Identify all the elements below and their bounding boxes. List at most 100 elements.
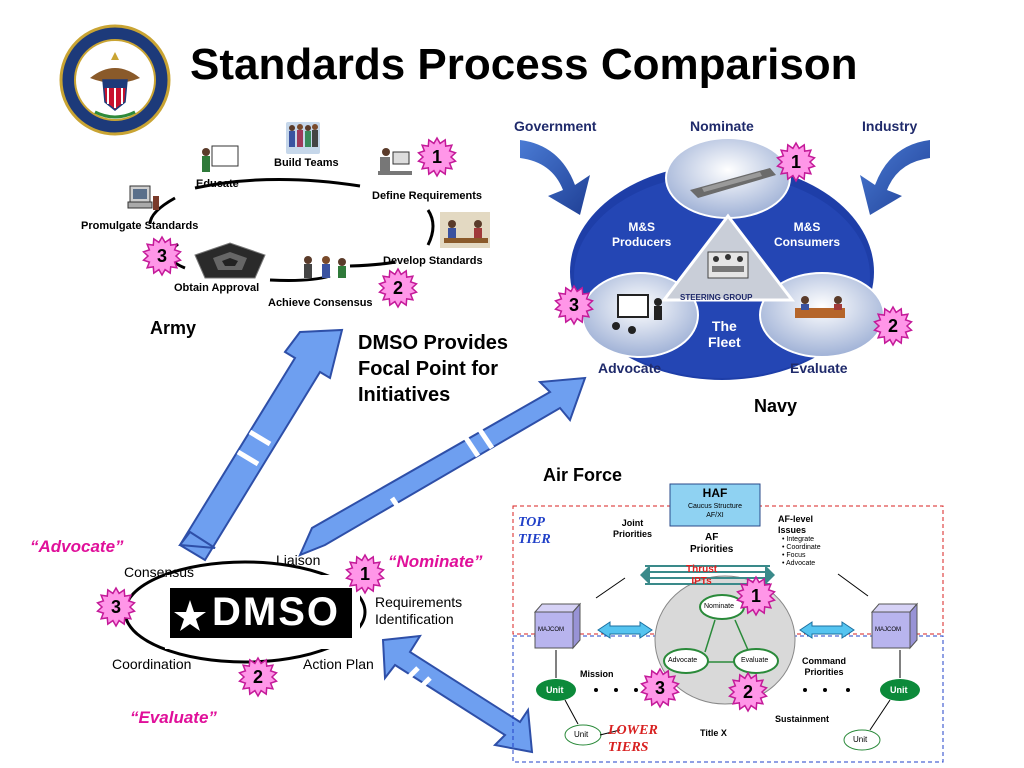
- dotted-leaders: [594, 688, 850, 692]
- define-requirements-person-icon: [378, 148, 412, 175]
- army-label: Army: [150, 318, 197, 338]
- evaluate-quote: “Evaluate”: [130, 708, 217, 727]
- consensus-label: Consensus: [124, 564, 195, 580]
- step-marker-starburst-icon: [378, 267, 418, 309]
- top-tier-label: TOP TIER: [518, 515, 551, 547]
- step-marker-starburst-icon: [736, 575, 776, 617]
- meeting-table-icon: [440, 212, 490, 248]
- the-fleet-label: The Fleet: [708, 318, 741, 350]
- af-level-issues-label: AF-level Issues: [778, 514, 814, 535]
- aircraft-carrier-icon: [690, 168, 776, 198]
- step-marker-starburst-icon: [238, 656, 278, 698]
- majcom-right-label: MAJCOM: [875, 627, 901, 633]
- step-marker-number: 1: [790, 152, 801, 172]
- navy-diagram: [520, 137, 930, 380]
- step-marker-number: 3: [110, 597, 121, 617]
- step-marker-number: 2: [252, 667, 263, 687]
- achieve-consensus-label: Achieve Consensus: [268, 297, 373, 309]
- producers-label: M&S Producers: [612, 220, 672, 249]
- handshake-people-icon: [304, 256, 346, 278]
- thrust-ipts-arrows: [640, 565, 775, 585]
- dmso-logo-icon: [170, 588, 352, 638]
- army-dmso-arrow: [178, 328, 344, 562]
- presentation-icon: [612, 294, 662, 334]
- step-marker-starburst-icon: [96, 586, 136, 628]
- steering-group-meeting-icon: [707, 251, 749, 279]
- consumers-label: M&S Consumers: [774, 220, 841, 249]
- educate-label: Educate: [196, 178, 239, 190]
- unit-lower-left-label: Unit: [574, 730, 589, 739]
- airforce-dmso-arrow: [381, 634, 534, 754]
- step-marker-number: 1: [359, 564, 370, 584]
- step-marker-starburst-icon: [554, 284, 594, 326]
- advocate-quote: “Advocate”: [30, 537, 124, 556]
- majcom-left-label: MAJCOM: [538, 627, 564, 633]
- step-markers: [96, 136, 913, 713]
- step-marker-starburst-icon: [640, 667, 680, 709]
- team-people-icon: [286, 122, 320, 154]
- step-marker-number: 1: [750, 586, 761, 606]
- steering-group-label: STEERING GROUP: [680, 293, 753, 302]
- computer-icon: [127, 185, 159, 210]
- af-issue-bullet: • Focus: [782, 552, 806, 559]
- step-marker-number: 1: [431, 147, 442, 167]
- step-marker-starburst-icon: [142, 235, 182, 277]
- thrust-ipts-label: Thrust IPTs: [686, 564, 718, 587]
- define-requirements-label: Define Requirements: [372, 190, 483, 202]
- page-title: Standards Process Comparison: [190, 40, 858, 89]
- government-label: Government: [514, 118, 597, 134]
- nominate-quote: “Nominate”: [388, 552, 483, 571]
- joint-priorities-label: Joint Priorities: [613, 518, 653, 539]
- navy-dmso-arrow: [298, 376, 587, 557]
- industry-label: Industry: [862, 118, 918, 134]
- af-advocate-label: Advocate: [668, 657, 698, 664]
- title-x-label: Title X: [700, 728, 727, 738]
- step-marker-starburst-icon: [776, 141, 816, 183]
- step-marker-starburst-icon: [345, 553, 385, 595]
- pentagon-building-icon: [194, 242, 266, 279]
- step-marker-number: 3: [568, 295, 579, 315]
- develop-standards-label: Develop Standards: [383, 255, 483, 267]
- action-plan-label: Action Plan: [303, 656, 374, 672]
- industry-arrow-icon: [860, 140, 930, 215]
- evaluate-label: Evaluate: [790, 360, 848, 376]
- lower-tiers-label: LOWER TIERS: [608, 723, 658, 755]
- af-issue-bullet: • Coordinate: [782, 544, 821, 551]
- dmso-provides-text: DMSO Provides Focal Point for Initiative…: [358, 332, 509, 406]
- step-marker-starburst-icon: [873, 305, 913, 347]
- step-marker-number: 2: [742, 682, 753, 702]
- dmso-cycle: [123, 560, 367, 664]
- majcom-right-cube-icon: [870, 602, 919, 650]
- dod-seal-icon: [59, 24, 171, 136]
- step-marker-number: 3: [156, 246, 167, 266]
- step-marker-number: 2: [392, 278, 403, 298]
- af-nominate-label: Nominate: [704, 603, 734, 610]
- advocate-label: Advocate: [598, 360, 662, 376]
- mission-label: Mission: [580, 669, 614, 679]
- airforce-diagram: [512, 483, 944, 763]
- step-marker-number: 2: [887, 316, 898, 336]
- sustainment-label: Sustainment: [775, 714, 830, 724]
- step-marker-starburst-icon: [417, 136, 457, 178]
- unit-right-label: Unit: [890, 685, 908, 695]
- nominate-cloud: [665, 137, 791, 219]
- promulgate-standards-label: Promulgate Standards: [81, 220, 199, 232]
- unit-lower-right-label: Unit: [853, 735, 868, 744]
- haf-sub-label: Caucus Structure AF/XI: [687, 503, 743, 519]
- nominate-label: Nominate: [690, 118, 754, 134]
- step-marker-number: 3: [654, 678, 665, 698]
- evaluation-meeting-icon: [795, 296, 845, 318]
- government-arrow-icon: [520, 140, 590, 215]
- step-marker-starburst-icon: [728, 671, 768, 713]
- af-priorities-label: AF Priorities: [690, 532, 734, 555]
- unit-left-label: Unit: [546, 685, 564, 695]
- air-force-label: Air Force: [543, 465, 623, 485]
- liaison-label: Liaison: [276, 552, 321, 568]
- majcom-left-cube-icon: [533, 602, 582, 650]
- haf-label: HAF: [702, 486, 728, 500]
- educate-teacher-icon: [202, 145, 239, 172]
- build-teams-label: Build Teams: [274, 157, 339, 169]
- obtain-approval-label: Obtain Approval: [174, 282, 260, 294]
